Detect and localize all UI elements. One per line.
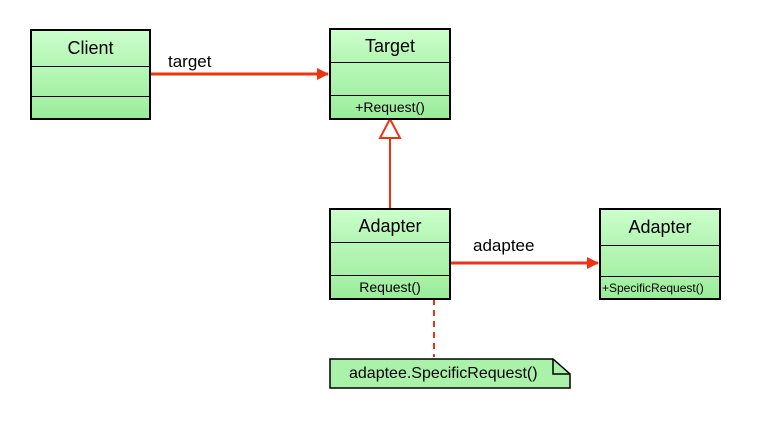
class-operation: Request() (331, 276, 449, 298)
class-attributes (32, 67, 149, 97)
generalization-arrowhead (378, 116, 402, 139)
class-operation: +Request() (331, 96, 449, 118)
note-fold (552, 359, 570, 375)
class-name: Client (32, 31, 149, 67)
class-name: Adapter (601, 210, 719, 246)
class-adapter[interactable]: Adapter Request() (329, 208, 451, 300)
class-attributes (331, 243, 449, 276)
class-operation: +SpecificRequest() (601, 277, 719, 298)
association-label-target: target (168, 52, 212, 71)
class-operations (32, 97, 149, 118)
class-name: Adapter (331, 210, 449, 243)
class-adaptee[interactable]: Adapter +SpecificRequest() (599, 208, 721, 300)
class-name: Target (331, 30, 449, 63)
note[interactable]: adaptee.SpecificRequest() (330, 359, 570, 389)
class-attributes (601, 246, 719, 277)
note-text: adaptee.SpecificRequest() (349, 365, 538, 382)
class-attributes (331, 63, 449, 96)
note-shape (329, 358, 571, 389)
association-label-adaptee: adaptee (473, 236, 535, 255)
class-target[interactable]: Target +Request() (329, 28, 451, 120)
class-client[interactable]: Client (30, 29, 151, 120)
